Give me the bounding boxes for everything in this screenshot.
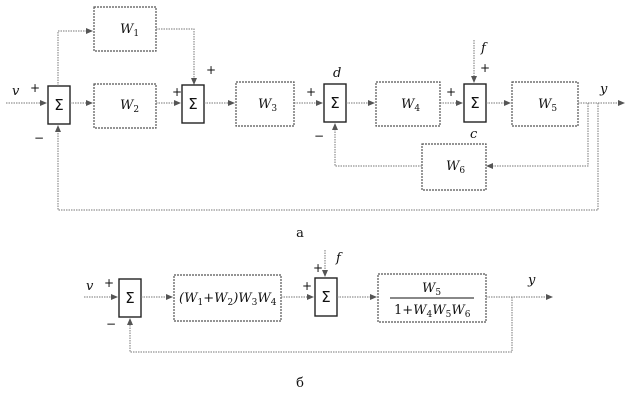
summer-1-symbol: Σ — [54, 96, 63, 114]
diagram-a: v + Σ − W1 W2 Σ + + W3 + d — [6, 6, 625, 241]
summer-1 — [47, 85, 71, 125]
b-summer-1-symbol: Σ — [125, 289, 134, 307]
sum2-plus-left: + — [172, 85, 182, 99]
summer-2-symbol: Σ — [188, 95, 197, 113]
wire-w6-sum3 — [332, 123, 422, 167]
b-block-1-label: (W1+W2)W3W4 — [179, 291, 277, 308]
block-w3-label: W3 — [258, 97, 277, 114]
sum1-minus-sign: − — [34, 131, 44, 145]
b-summer-2-symbol: Σ — [321, 288, 330, 306]
b-input-v-label: v — [86, 279, 94, 294]
b-disturbance-f-label: f — [335, 251, 343, 266]
sum3-plus: + — [306, 85, 316, 99]
caption-b: б — [296, 376, 304, 391]
sum3-minus: − — [314, 129, 324, 143]
disturbance-f-label: f — [480, 41, 488, 56]
block-w4-label: W4 — [401, 97, 420, 114]
b-summer-1 — [118, 278, 142, 318]
sum1-plus-sign: + — [30, 81, 40, 95]
block-w3 — [235, 81, 295, 127]
block-w2 — [93, 83, 157, 129]
block-w1 — [93, 6, 157, 52]
wire-sum1-w1 — [57, 28, 93, 86]
summer-4-symbol: Σ — [470, 94, 479, 112]
output-y-label: y — [599, 82, 608, 97]
sum2-plus-top: + — [206, 63, 216, 77]
b-block-2-numerator: W5 — [422, 281, 441, 298]
block-w6 — [421, 143, 487, 191]
summer-2 — [181, 84, 205, 124]
diagram-b: v + Σ − (W1+W2)W3W4 f + + Σ W5 1+W4W5W6 … — [84, 250, 553, 391]
caption-a: а — [296, 226, 304, 241]
block-w1-label: W1 — [120, 22, 139, 39]
block-w6-label: W6 — [446, 159, 465, 176]
wire-outer-feedback — [55, 103, 599, 211]
b-block-1 — [173, 274, 282, 322]
b-wire-feedback — [127, 297, 513, 353]
node-d-label: d — [333, 66, 341, 81]
wire-w1-sum2 — [156, 28, 197, 85]
b-output-y-label: y — [527, 273, 536, 288]
b-sum1-minus: − — [106, 317, 116, 331]
block-w2-label: W2 — [120, 98, 139, 115]
summer-3-symbol: Σ — [330, 94, 339, 112]
b-sum2-plus-left: + — [302, 279, 312, 293]
block-w5 — [511, 81, 579, 127]
block-w4 — [375, 81, 441, 127]
sum4-plus-left: + — [446, 85, 456, 99]
b-sum1-plus: + — [104, 276, 114, 290]
block-w5-label: W5 — [538, 97, 557, 114]
wire-y-w6 — [486, 103, 589, 169]
b-sum2-plus-top: + — [313, 261, 323, 275]
input-v-label: v — [12, 84, 20, 99]
sum4-plus-top: + — [480, 61, 490, 75]
b-block-2-denominator: 1+W4W5W6 — [394, 303, 471, 320]
node-c-label: c — [470, 127, 478, 142]
